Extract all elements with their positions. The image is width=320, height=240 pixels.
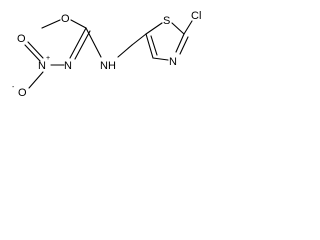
bond-c2-n3-b [179,36,189,55]
bond-c-n-double-a [69,27,87,59]
bond-nitro-o-top-a [27,41,44,59]
nitro-oxygen-charge: - [12,84,15,91]
atom-thiazole-nitrogen: N [169,56,177,68]
atom-amine-nh: NH [100,60,116,72]
atom-methoxy-oxygen: O [61,13,70,25]
bond-c-n-double-b [74,30,91,60]
bond-nh-ch2 [117,44,133,58]
bond-c2-cl [183,20,193,35]
bond-c2-n3-a [175,33,185,53]
bond-c4-c5-a [145,33,154,59]
bond-o-c [70,19,87,29]
atom-chlorine: Cl [191,10,201,22]
chemical-structure: O O N + O - N NH S N Cl [12,10,201,99]
bond-c5-s [145,22,163,35]
bond-nitro-o-bottom [28,71,44,89]
bond-n3-c4 [152,57,169,61]
bond-nitro-o-top-b [24,44,41,62]
bond-c4-c5-b [150,35,158,56]
atom-thiazole-sulfur: S [163,15,170,27]
bond-s-c2 [171,22,185,35]
atom-nitro-oxygen-bottom: O [18,87,27,99]
atom-labels: O O N + O - N NH S N Cl [12,10,201,99]
bond-ch2-c5 [131,33,147,46]
bonds [24,19,193,89]
nitro-nitrogen-charge: + [46,55,50,62]
atom-nitro-oxygen-top: O [17,33,26,45]
atom-imine-nitrogen: N [64,60,72,72]
atom-nitro-nitrogen: N [38,60,46,72]
bond-c-nh [85,27,102,58]
bond-methyl-o [41,19,61,29]
